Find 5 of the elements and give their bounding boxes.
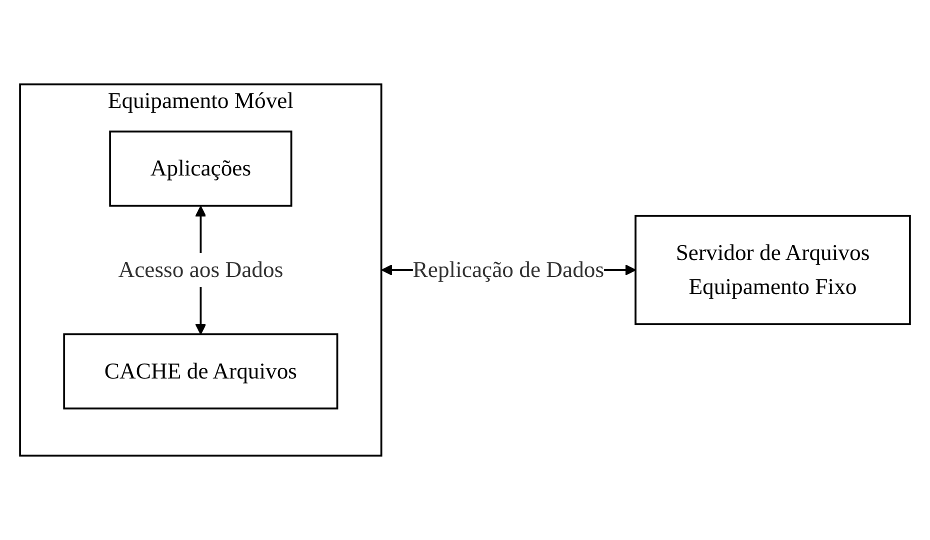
edge-label: Replicação de Dados [412, 256, 604, 282]
node-box: CACHE de Arquivos [63, 333, 338, 410]
node-box: Aplicações [109, 130, 292, 207]
edge-label: Acesso aos Dados [118, 256, 284, 282]
node-box: Servidor de Arquivos Equipamento Fixo [634, 214, 911, 326]
